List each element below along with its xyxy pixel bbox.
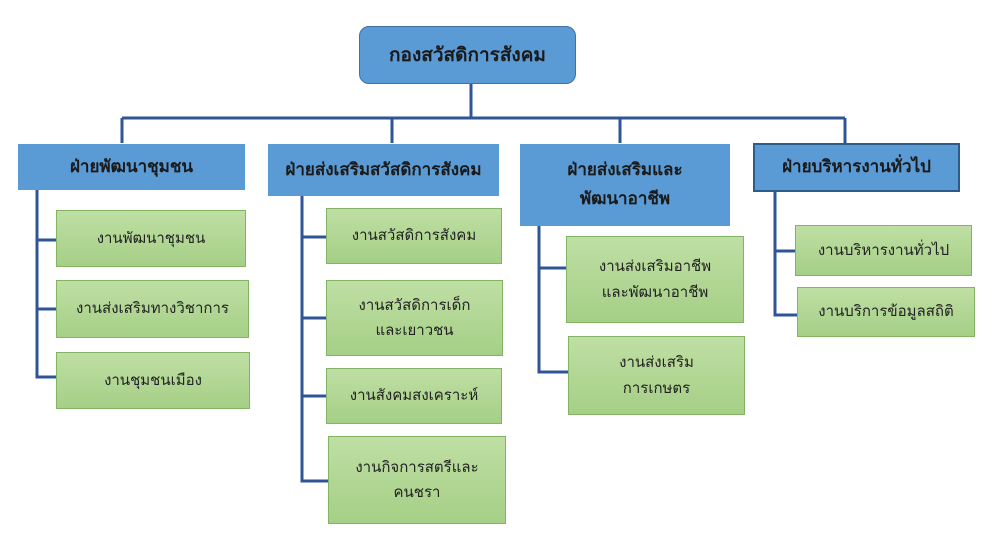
- unit-label: งานส่งเสริมอาชีพ และพัฒนาอาชีพ: [598, 257, 712, 301]
- department-social-welfare-promotion: ฝ่ายส่งเสริมสวัสดิการสังคม: [268, 144, 499, 196]
- unit-career-development: งานส่งเสริมอาชีพ และพัฒนาอาชีพ: [566, 236, 744, 323]
- department-label: ฝ่ายบริหารงานทั่วไป: [782, 157, 931, 178]
- unit-social-assistance: งานสังคมสงเคราะห์: [326, 368, 502, 424]
- unit-agriculture-promotion: งานส่งเสริม การเกษตร: [568, 336, 745, 415]
- department-community-development: ฝ่ายพัฒนาชุมชน: [18, 144, 245, 190]
- unit-label: งานบริการข้อมูลสถิติ: [818, 302, 954, 321]
- department-label: ฝ่ายพัฒนาชุมชน: [69, 156, 194, 177]
- unit-women-elderly-affairs: งานกิจการสตรีและ คนชรา: [328, 436, 506, 524]
- dept-3-spine: [537, 226, 568, 374]
- unit-community-development: งานพัฒนาชุมชน: [56, 210, 246, 267]
- unit-urban-community: งานชุมชนเมือง: [56, 352, 250, 409]
- dept-1-spine: [35, 190, 56, 379]
- unit-label: งานส่งเสริม การเกษตร: [619, 353, 694, 397]
- unit-label: งานพัฒนาชุมชน: [96, 228, 206, 247]
- unit-label: งานบริหารงานทั่วไป: [817, 240, 950, 259]
- unit-label: งานสังคมสงเคราะห์: [349, 386, 479, 405]
- dept-2-spine: [300, 196, 328, 483]
- dept-4-spine: [773, 192, 797, 317]
- unit-label: งานส่งเสริมทางวิชาการ: [76, 299, 229, 318]
- unit-academic-promotion: งานส่งเสริมทางวิชาการ: [56, 280, 249, 338]
- unit-label: งานสวัสดิการเด็ก และเยาวชน: [358, 295, 471, 340]
- department-label: ฝ่ายส่งเสริมสวัสดิการสังคม: [285, 159, 482, 180]
- unit-statistics-service: งานบริการข้อมูลสถิติ: [797, 287, 975, 337]
- root-node: กองสวัสดิการสังคม: [359, 26, 576, 84]
- department-career-promotion: ฝ่ายส่งเสริมและ พัฒนาอาชีพ: [520, 144, 730, 226]
- unit-label: งานชุมชนเมือง: [104, 370, 202, 389]
- unit-child-youth-welfare: งานสวัสดิการเด็ก และเยาวชน: [326, 280, 503, 356]
- root-label: กองสวัสดิการสังคม: [389, 43, 546, 66]
- unit-label: งานกิจการสตรีและ คนชรา: [355, 457, 479, 502]
- unit-general-administration: งานบริหารงานทั่วไป: [795, 225, 972, 276]
- unit-label: งานสวัสดิการสังคม: [351, 226, 477, 245]
- unit-social-welfare: งานสวัสดิการสังคม: [326, 208, 502, 264]
- department-label: ฝ่ายส่งเสริมและ พัฒนาอาชีพ: [567, 160, 683, 209]
- department-general-administration: ฝ่ายบริหารงานทั่วไป: [753, 143, 960, 192]
